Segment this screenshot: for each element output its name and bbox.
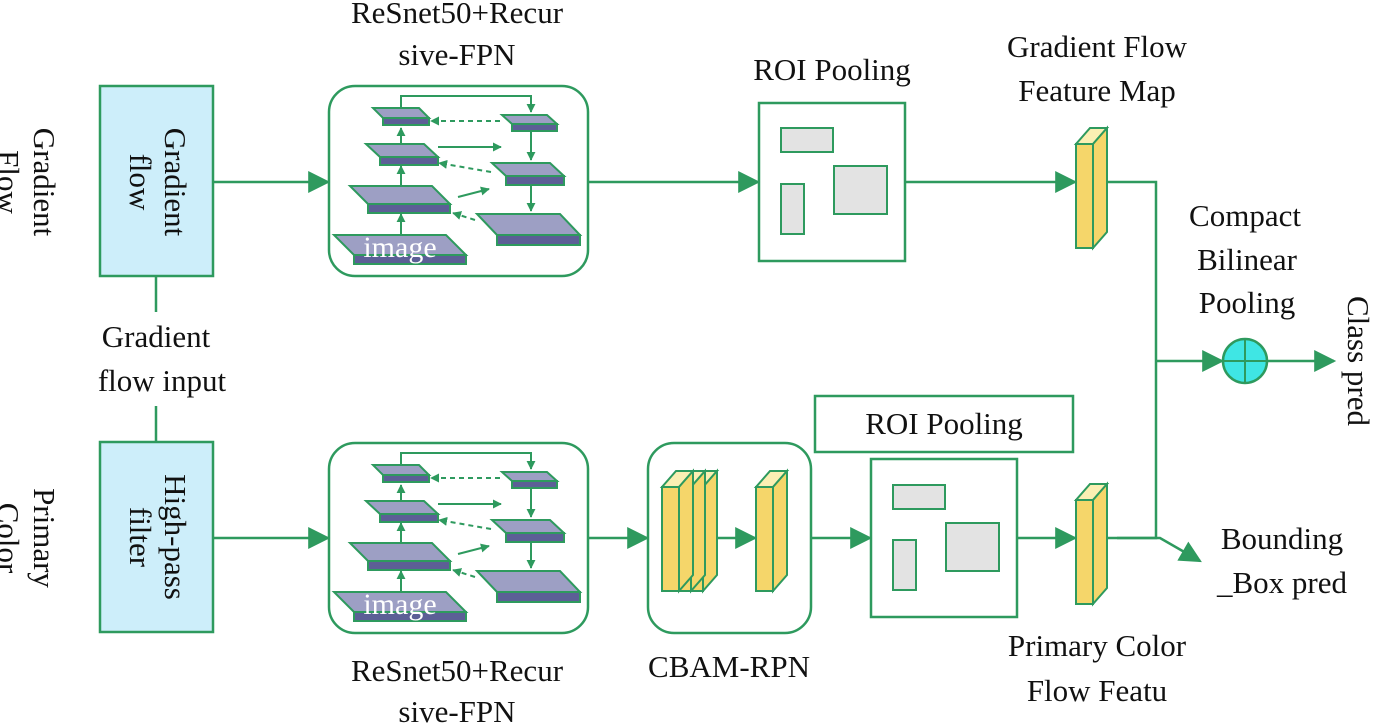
roi-bottom-region-2 — [892, 539, 917, 591]
resnet-bottom-line2: sive-FPN — [398, 694, 515, 728]
class-pred-label: Class pred — [1341, 296, 1376, 427]
resnet-top-line2: sive-FPN — [398, 37, 515, 72]
roi-top-label: ROI Pooling — [753, 52, 911, 87]
roi-bottom-region-1 — [892, 484, 946, 510]
gradient-flow-box-label: Gradient flow — [123, 128, 193, 237]
bbox-pred-line1: Bounding — [1221, 521, 1343, 556]
resnet-top-line1: ReSnet50+Recur — [351, 0, 564, 30]
compact-bilinear-line2: Bilinear — [1197, 242, 1298, 277]
roi-top-region-3 — [833, 165, 888, 215]
pc-feature-line1: Primary Color — [1008, 628, 1187, 663]
image-tag-top: image — [363, 231, 436, 264]
roi-bottom-region-3 — [945, 522, 1000, 572]
primary-color-feature-map — [1075, 483, 1108, 605]
side-label-gradient-flow: Gradient Flow — [0, 128, 62, 237]
gf-feature-map-line2: Feature Map — [1018, 73, 1176, 108]
high-pass-line1: High-pass — [158, 474, 193, 600]
gradient-flow-feature-map — [1075, 127, 1108, 249]
side-label-primary-line1: Primary — [27, 488, 62, 588]
gradient-flow-box-line2: flow — [123, 154, 158, 211]
arrow-to-bbox-pred — [1117, 536, 1202, 563]
gradient-flow-input-line1: Gradient — [102, 319, 211, 354]
fusion-bracket — [1107, 180, 1158, 540]
cbam-feature-stack — [661, 470, 718, 592]
fpn-bottom-network: image — [334, 453, 580, 621]
gf-feature-map-line1: Gradient Flow — [1007, 29, 1188, 64]
roi-bottom-label: ROI Pooling — [865, 406, 1023, 441]
resnet-bottom-line1: ReSnet50+Recur — [351, 653, 564, 688]
side-label-primary-color: Primary Color — [0, 488, 62, 588]
cbam-rpn-label: CBAM-RPN — [648, 649, 810, 684]
bbox-pred-line2: _Box pred — [1216, 565, 1348, 600]
gradient-flow-box — [98, 84, 215, 278]
high-pass-line2: filter — [123, 507, 158, 568]
pc-feature-line2: Flow Featu — [1027, 673, 1167, 708]
image-tag-bottom: image — [363, 588, 436, 621]
roi-top-region-2 — [780, 183, 805, 235]
high-pass-filter-label: High-pass filter — [123, 474, 193, 600]
class-pred-label-group: Class pred — [1341, 296, 1376, 427]
gradient-flow-box-line1: Gradient — [158, 128, 193, 237]
compact-bilinear-line3: Pooling — [1199, 285, 1295, 320]
gradient-flow-input-line2: flow input — [98, 363, 227, 398]
side-label-gradient-line1: Gradient — [27, 128, 62, 237]
roi-top-region-1 — [780, 127, 834, 153]
roi-bottom-label-box — [813, 394, 1075, 454]
compact-bilinear-line1: Compact — [1189, 198, 1301, 233]
side-label-gradient-line2: Flow — [0, 150, 26, 214]
cbam-feature-single — [755, 470, 788, 592]
side-label-primary-line2: Color — [0, 503, 26, 574]
